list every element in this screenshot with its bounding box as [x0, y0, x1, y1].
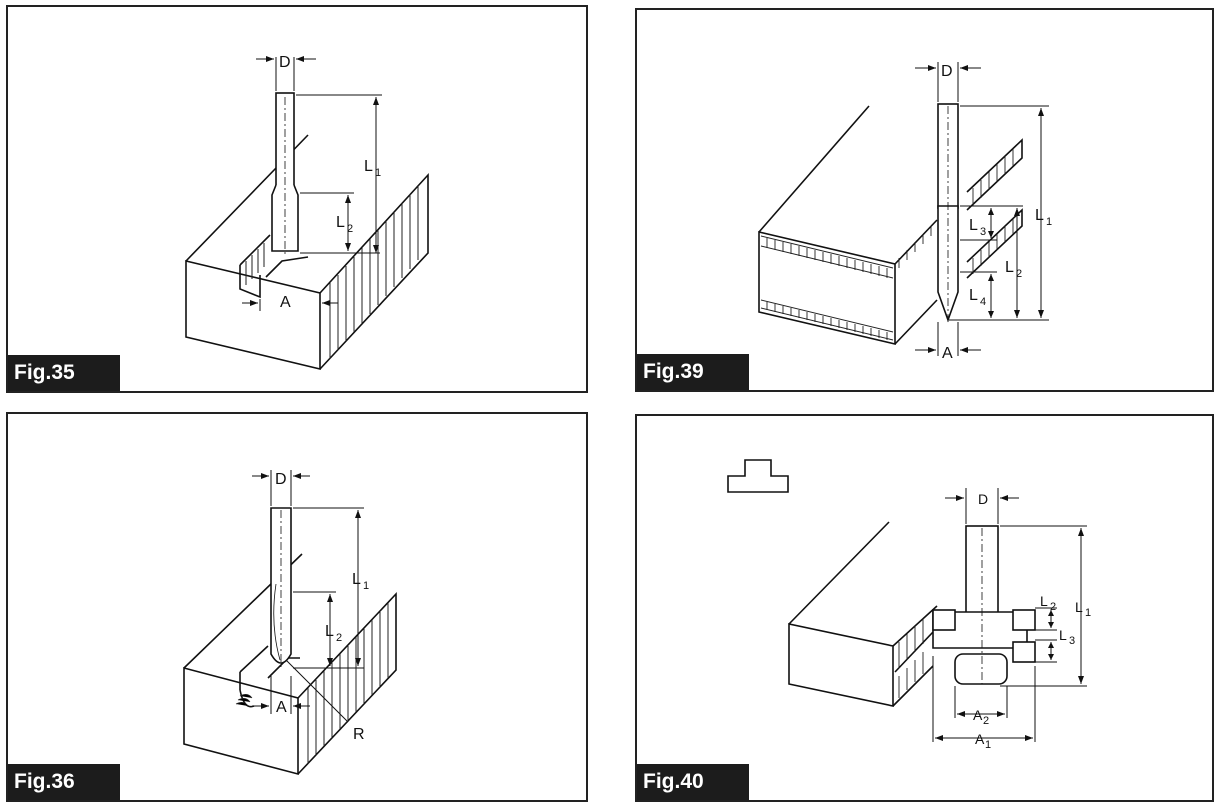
figure-panel-36: D L 1 L 2 A R Fig.36 — [6, 412, 588, 802]
fig36-dim-l1-sub: 1 — [363, 580, 369, 592]
fig35-dim-l1: L — [364, 158, 373, 175]
fig40-dim-a1-sub: 1 — [985, 739, 991, 751]
fig35-drawing: D L 1 L 2 A — [185, 54, 429, 371]
fig40-dim-a2: A — [973, 707, 983, 723]
figure-panel-35: D L 1 L 2 A Fig.35 — [6, 5, 588, 393]
fig36-dim-a: A — [276, 699, 287, 716]
fig39-dim-l1: L — [1035, 207, 1044, 224]
fig39-dim-l4: L — [969, 287, 978, 304]
fig40-dim-l2: L — [1040, 593, 1048, 609]
fig39-label: Fig.39 — [637, 354, 749, 390]
fig35-dim-l1-sub: 1 — [375, 167, 381, 179]
fig36-dim-l2: L — [325, 623, 334, 640]
fig39-dim-l2: L — [1005, 259, 1014, 276]
fig39-dim-l4-sub: 4 — [980, 296, 986, 308]
fig40-dim-l2-sub: 2 — [1050, 601, 1056, 613]
fig40-drawing: D L 1 L 2 L 3 A 2 A 1 — [727, 459, 1091, 751]
fig40-dim-l3-sub: 3 — [1069, 635, 1075, 647]
fig36-dim-l2-sub: 2 — [336, 632, 342, 644]
fig35-label: Fig.35 — [8, 355, 120, 391]
fig36-dim-r: R — [353, 726, 365, 743]
fig40-dim-d: D — [978, 491, 988, 507]
fig36-label: Fig.36 — [8, 764, 120, 800]
fig40-dim-a2-sub: 2 — [983, 715, 989, 727]
fig39-drawing: D L 1 L 2 L 3 L 4 A — [758, 62, 1052, 362]
fig39-dim-l2-sub: 2 — [1016, 268, 1022, 280]
figure-panel-39: D L 1 L 2 L 3 L 4 A Fig.39 — [635, 8, 1214, 392]
fig35-dim-l2-sub: 2 — [347, 223, 353, 235]
fig36-drawing: D L 1 L 2 A R — [183, 470, 397, 776]
fig40-dim-a1: A — [975, 731, 985, 747]
fig39-dim-a: A — [942, 345, 953, 362]
figure-panel-40: D L 1 L 2 L 3 A 2 A 1 Fig.40 — [635, 414, 1214, 802]
fig35-dim-d: D — [279, 54, 291, 71]
fig40-dim-l1-sub: 1 — [1085, 607, 1091, 619]
fig40-dim-l1: L — [1075, 599, 1083, 615]
fig39-dim-l1-sub: 1 — [1046, 216, 1052, 228]
fig35-dim-a: A — [280, 294, 291, 311]
fig36-dim-d: D — [275, 471, 287, 488]
fig39-dim-l3-sub: 3 — [980, 226, 986, 238]
fig40-label: Fig.40 — [637, 764, 749, 800]
fig36-dim-l1: L — [352, 571, 361, 588]
fig40-dim-l3: L — [1059, 627, 1067, 643]
t-slot-symbol-icon — [727, 459, 789, 493]
fig39-dim-l3: L — [969, 217, 978, 234]
fig39-dim-d: D — [941, 63, 953, 80]
fig35-dim-l2: L — [336, 214, 345, 231]
